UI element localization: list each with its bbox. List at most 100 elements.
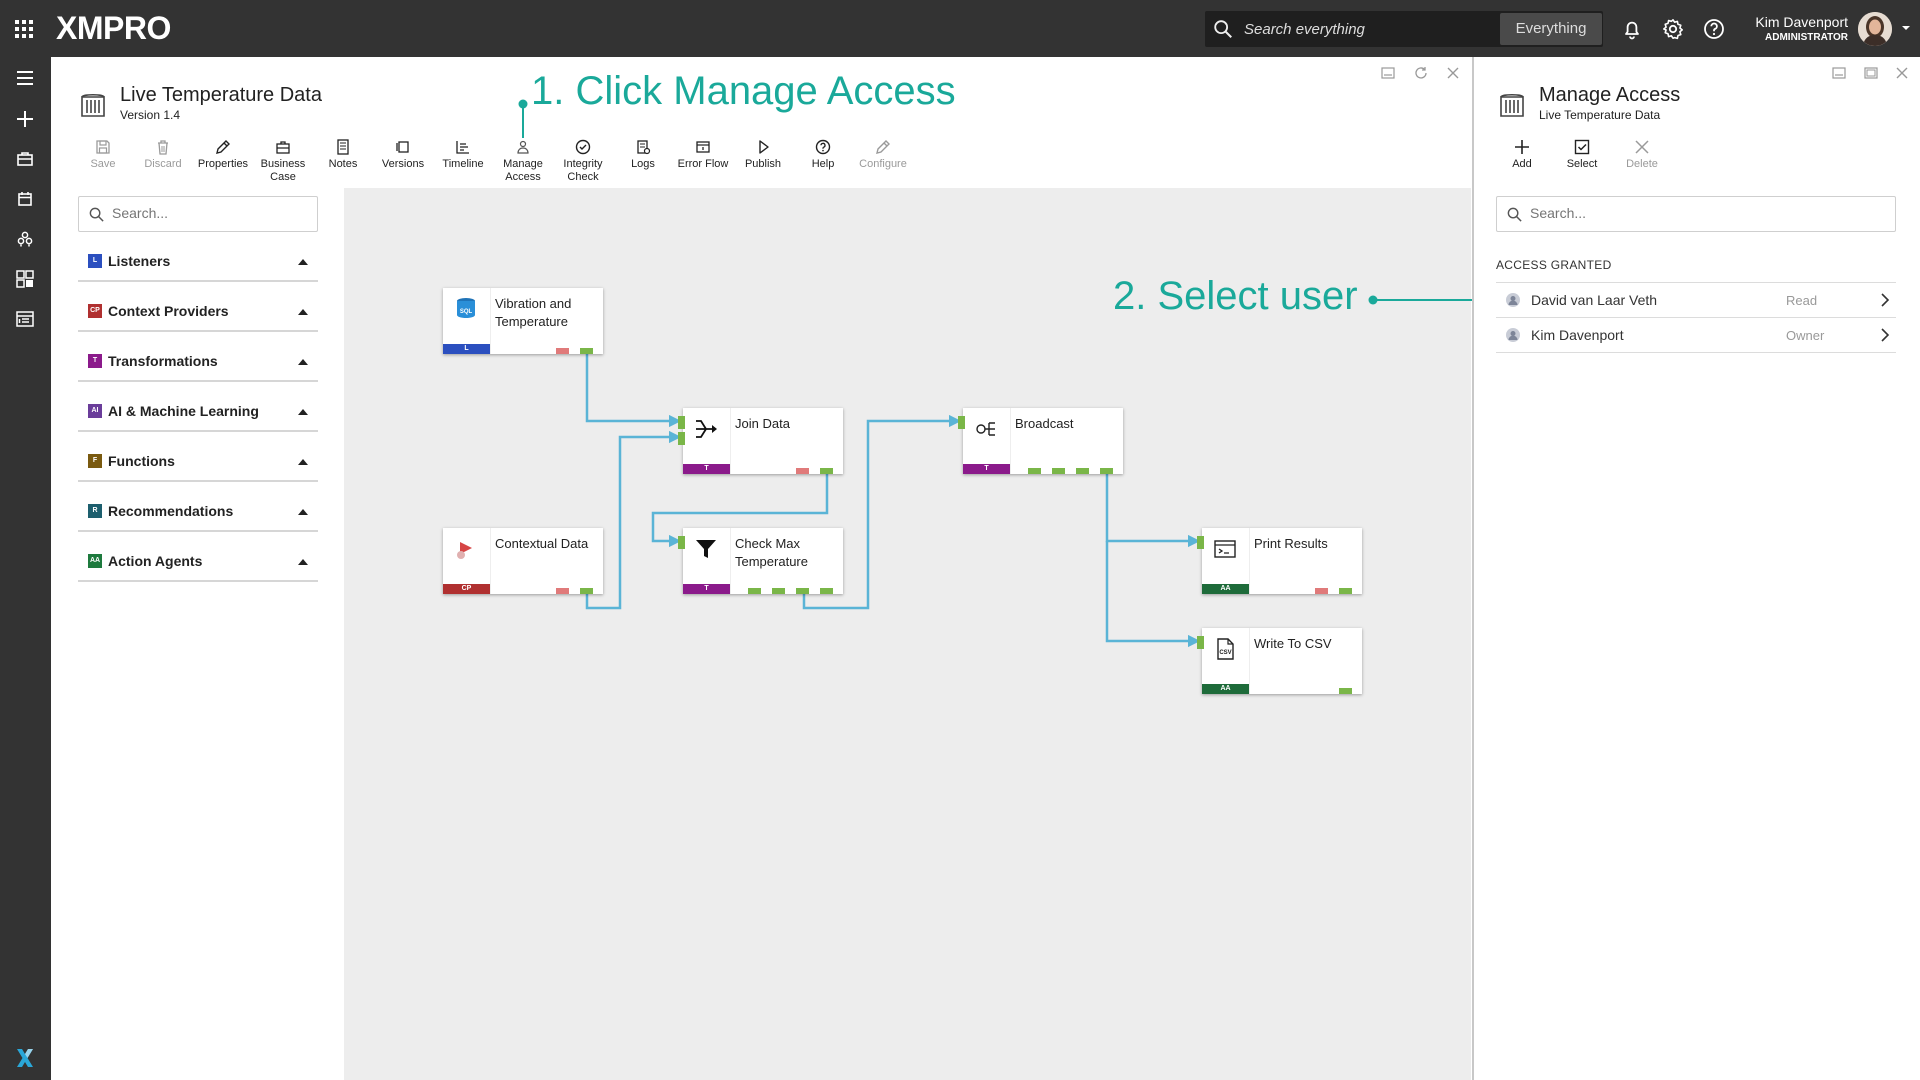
user-name[interactable]: Kim Davenport (1755, 14, 1848, 30)
help-button[interactable]: Help (795, 138, 851, 171)
dashboard-icon[interactable] (13, 267, 37, 291)
chevron-right-icon (1881, 293, 1890, 307)
node-label: Check Max Temperature (735, 536, 808, 569)
global-search-input[interactable] (1244, 14, 1494, 44)
business-case-button[interactable]: Business Case (255, 138, 311, 184)
output-port[interactable] (1339, 688, 1352, 694)
notes-button[interactable]: Notes (315, 138, 371, 171)
manage-access-button[interactable]: Manage Access (495, 138, 551, 184)
help-icon[interactable] (1702, 17, 1726, 41)
input-port[interactable] (678, 536, 685, 549)
properties-button[interactable]: Properties (195, 138, 251, 171)
output-port[interactable] (1339, 588, 1352, 594)
node-write-to-csv[interactable]: CSV Write To CSV AA (1197, 628, 1362, 694)
input-port[interactable] (1197, 536, 1204, 549)
app-grid-icon[interactable] (12, 17, 36, 41)
refresh-icon[interactable] (1413, 65, 1429, 81)
bell-icon[interactable] (1620, 17, 1644, 41)
data-stream-icon (81, 93, 105, 117)
input-port[interactable] (958, 416, 965, 429)
plus-icon (1515, 140, 1529, 154)
node-vibration-and-temperature[interactable]: SQL Vibration and Temperature L (443, 288, 603, 354)
menu-icon[interactable] (13, 66, 37, 90)
add-icon[interactable] (13, 107, 37, 131)
logs-button[interactable]: Logs (615, 138, 671, 171)
error-port[interactable] (556, 588, 569, 594)
node-join-data[interactable]: Join Data T (678, 408, 843, 474)
input-port[interactable] (678, 416, 685, 429)
gear-icon[interactable] (1661, 17, 1685, 41)
output-port[interactable] (580, 348, 593, 354)
minimize-icon[interactable] (1831, 65, 1847, 81)
data-stream-icon (1500, 93, 1524, 117)
configure-button[interactable]: Configure (855, 138, 911, 171)
sql-icon: SQL (457, 298, 475, 318)
add-access-button[interactable]: Add (1494, 138, 1550, 171)
access-search-input[interactable] (1530, 205, 1849, 221)
input-port[interactable] (678, 432, 685, 445)
output-port[interactable] (1076, 468, 1089, 474)
output-port[interactable] (1028, 468, 1041, 474)
access-row-david-van-laar-veth[interactable]: David van Laar Veth Read (1496, 283, 1896, 318)
error-port[interactable] (556, 348, 569, 354)
user-icon (1506, 293, 1520, 307)
agents-icon[interactable] (13, 227, 37, 251)
maximize-icon[interactable] (1863, 65, 1879, 81)
caret-up-icon (298, 309, 308, 315)
discard-button[interactable]: Discard (135, 138, 191, 171)
briefcase-icon[interactable] (13, 147, 37, 171)
output-port[interactable] (772, 588, 785, 594)
output-port[interactable] (820, 468, 833, 474)
output-port[interactable] (748, 588, 761, 594)
search-scope-dropdown[interactable]: Everything (1500, 13, 1602, 45)
timeline-button[interactable]: Timeline (435, 138, 491, 171)
terminal-icon (1214, 540, 1236, 558)
divider (1496, 282, 1896, 283)
calendar-icon[interactable] (13, 187, 37, 211)
close-icon[interactable] (1445, 65, 1461, 81)
versions-button[interactable]: Versions (375, 138, 431, 171)
recommendations-icon[interactable] (13, 307, 37, 331)
output-port[interactable] (820, 588, 833, 594)
node-contextual-data[interactable]: Contextual Data CP (443, 528, 603, 594)
integrity-check-button[interactable]: Integrity Check (555, 138, 611, 184)
node-broadcast[interactable]: Broadcast T (958, 408, 1123, 474)
delete-access-button[interactable]: Delete (1614, 138, 1670, 171)
node-print-results[interactable]: Print Results AA (1197, 528, 1362, 594)
node-separator (730, 528, 731, 594)
node-check-max-temperature[interactable]: Check Max Temperature T (678, 528, 843, 594)
select-access-button[interactable]: Select (1554, 138, 1610, 171)
annotation-step-1: 1. Click Manage Access (531, 69, 956, 113)
access-row-kim-davenport[interactable]: Kim Davenport Owner (1496, 318, 1896, 353)
save-label: Save (90, 158, 116, 170)
save-button[interactable]: Save (75, 138, 131, 171)
close-icon[interactable] (1894, 65, 1910, 81)
xmpro-logo[interactable]: XMPRO (56, 10, 171, 46)
error-flow-button[interactable]: Error Flow (675, 138, 731, 171)
input-port[interactable] (1197, 636, 1204, 649)
output-port[interactable] (1100, 468, 1113, 474)
caret-up-icon (298, 559, 308, 565)
minimize-icon[interactable] (1380, 65, 1396, 81)
output-port[interactable] (1052, 468, 1065, 474)
xmpro-x-icon[interactable] (13, 1046, 37, 1070)
action-agents-badge: AA (88, 554, 102, 568)
error-port[interactable] (796, 468, 809, 474)
user-avatar[interactable] (1858, 12, 1892, 46)
configure-label: Configure (859, 158, 907, 170)
output-port[interactable] (580, 588, 593, 594)
error-port[interactable] (1315, 588, 1328, 594)
toolbox-search-input[interactable] (112, 205, 303, 221)
broadcast-icon (976, 422, 995, 436)
discard-label: Discard (144, 158, 182, 170)
user-menu-caret-icon[interactable] (1901, 24, 1911, 32)
publish-button[interactable]: Publish (735, 138, 791, 171)
output-port[interactable] (796, 588, 809, 594)
